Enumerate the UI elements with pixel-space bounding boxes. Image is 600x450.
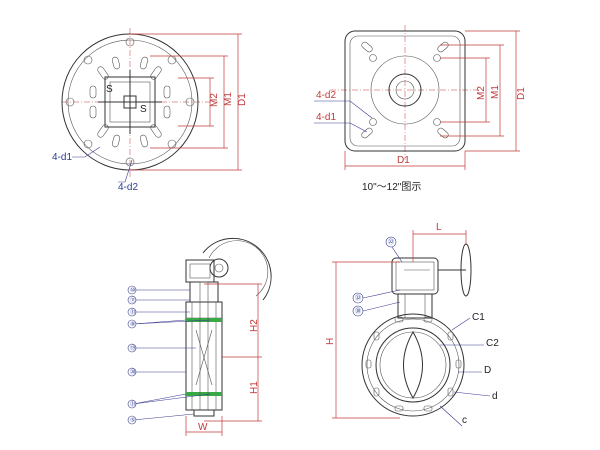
label-d: D [484,365,491,376]
label-w: W [198,422,208,433]
label-m1-sq: M1 [490,85,501,99]
callout-31b: ㉛ [130,400,136,408]
label-d1-bottom: D1 [397,155,410,166]
callout-19: ⑲ [130,344,136,352]
label-s-top: S [106,84,113,95]
label-d-small: d [492,391,498,402]
label-m1: M1 [223,92,234,106]
callout-32: ㉜ [355,294,361,302]
callout-8: ⑧ [130,321,135,328]
label-4-d1-sq: 4-d1 [316,112,336,123]
front-body-outer [361,313,465,417]
callout-30: ㉚ [355,307,361,315]
label-m2-sq: M2 [476,86,487,100]
callout-31a: ㉛ [130,308,136,316]
square-drive [123,95,137,109]
callout-10: ⑩ [130,287,135,294]
callout-5: ⑤ [130,417,135,424]
label-h2: H2 [249,319,260,332]
view-front: H L C1 C2 D d c ㉒ ㉜ ㉚ [325,222,499,427]
callout-22: ㉒ [388,238,394,246]
caption-10-12: 10"～12"图示 [362,181,421,193]
label-c2: C2 [486,338,499,349]
front-bore [375,327,451,403]
label-d1-sq: D1 [516,87,527,100]
label-4-d2-sq: 4-d2 [316,90,336,101]
center-bore [388,73,422,107]
view-round-flange: M2 M1 D1 S S 4-d1 4-d2 [52,28,248,193]
side-callouts: ⑩ ⑪ ㉛ ⑧ ⑲ ⑳ ㉛ ⑤ [127,285,211,425]
label-l: L [436,222,442,233]
square-flange-outline [344,30,466,152]
label-c: c [462,415,467,426]
label-m2: M2 [209,93,220,107]
callout-20: ⑳ [130,368,136,376]
label-h1: H1 [249,381,260,394]
label-d1: D1 [237,93,248,106]
front-gearbox [391,257,439,295]
view-square-flange: M2 M1 D1 D1 4-d2 4-d1 10"～12"图示 [314,25,527,193]
label-4-d1: 4-d1 [52,152,72,163]
label-4-d2: 4-d2 [118,182,138,193]
label-s-bottom: S [140,104,147,115]
label-h: H [325,338,336,345]
label-c1: C1 [472,312,485,323]
callout-11: ⑪ [130,296,136,304]
view-side-section: H2 H1 W ⑩ ⑪ ㉛ ⑧ ⑲ ⑳ [127,237,272,436]
handwheel-arc [202,237,272,301]
